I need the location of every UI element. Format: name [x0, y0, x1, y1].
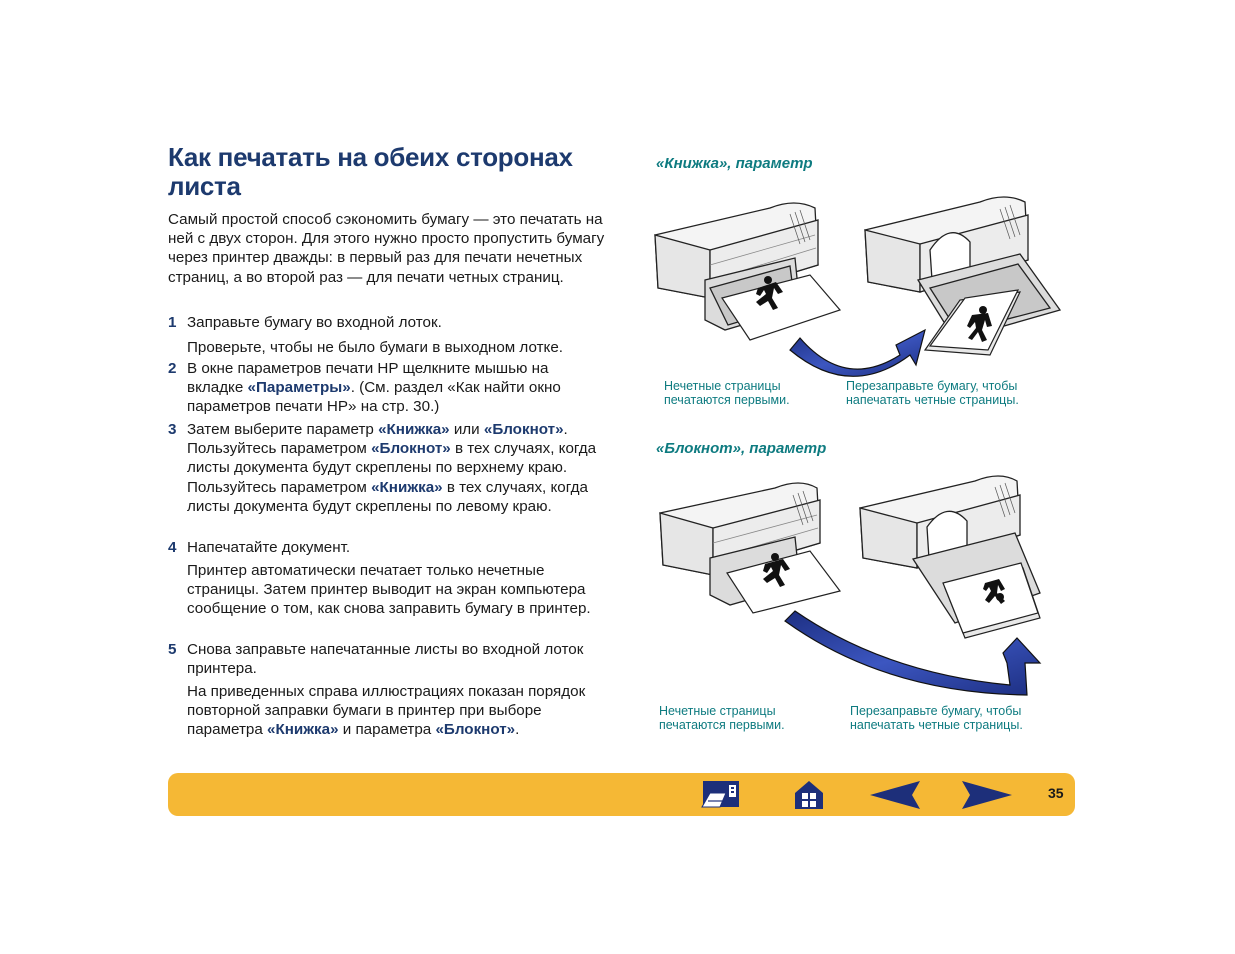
step-text: Затем выберите параметр «Книжка» или «Бл…	[187, 421, 597, 515]
next-arrow-icon[interactable]	[960, 779, 1014, 811]
book-option-keyword: «Книжка»	[267, 721, 339, 739]
book-option-keyword: «Книжка»	[378, 421, 450, 438]
book-figure-heading: «Книжка», параметр	[656, 155, 813, 172]
notepad-illustration	[659, 475, 1042, 696]
printer-doc-icon[interactable]	[700, 779, 742, 811]
step-text: Напечатайте документ.	[187, 539, 351, 556]
book-right-caption: Перезаправьте бумагу, чтобы напечатать ч…	[846, 379, 1019, 407]
person-figure-icon	[756, 276, 783, 310]
notepad-figure-heading: «Блокнот», параметр	[656, 440, 827, 457]
person-figure-icon	[967, 306, 992, 342]
notepad-right-caption: Перезаправьте бумагу, чтобы напечатать ч…	[850, 704, 1023, 732]
step-number: 1	[168, 314, 177, 331]
notepad-option-keyword: «Блокнот»	[435, 721, 516, 739]
step-number: 2	[168, 360, 177, 377]
paper-odd	[726, 550, 842, 614]
step-text: Снова заправьте напечатанные листы во вх…	[187, 641, 584, 678]
person-figure-icon	[983, 579, 1005, 604]
step-5-note: На приведенных справа иллюстрациях показ…	[187, 683, 586, 739]
notepad-left-caption: Нечетные страницы печатаются первыми.	[659, 704, 785, 732]
book-left-caption: Нечетные страницы печатаются первыми.	[664, 379, 790, 407]
step-number: 3	[168, 421, 177, 438]
home-icon[interactable]	[793, 779, 825, 811]
page-title: Как печатать на обеих сторонах листа	[168, 142, 573, 201]
book-illustration	[654, 196, 1062, 377]
footer-bar	[168, 773, 1075, 816]
previous-arrow-icon[interactable]	[868, 779, 922, 811]
notepad-option-keyword: «Блокнот»	[483, 421, 564, 438]
paper-stack	[923, 289, 1022, 356]
person-figure-icon	[763, 553, 790, 587]
step-number: 5	[168, 641, 177, 658]
step-1-note: Проверьте, чтобы не было бумаги в выходн…	[187, 339, 564, 356]
page-number: 35	[1048, 785, 1064, 801]
paper-odd	[721, 274, 842, 341]
params-tab-link: «Параметры»	[247, 379, 351, 397]
step-4-note: Принтер автоматически печатает только не…	[187, 562, 591, 618]
printer-left	[654, 202, 819, 331]
paper-stack	[942, 562, 1041, 639]
step-text: В окне параметров печати HP щелкните мыш…	[187, 360, 561, 416]
reload-arrow-2	[784, 610, 1042, 696]
step-text: Заправьте бумагу во входной лоток.	[187, 314, 442, 331]
step-number: 4	[168, 539, 177, 556]
reload-arrow-1	[789, 328, 926, 377]
book-option-keyword: «Книжка»	[371, 478, 443, 496]
notepad-option-keyword: «Блокнот»	[371, 440, 451, 458]
intro-paragraph: Самый простой способ сэкономить бумагу —…	[168, 211, 605, 286]
